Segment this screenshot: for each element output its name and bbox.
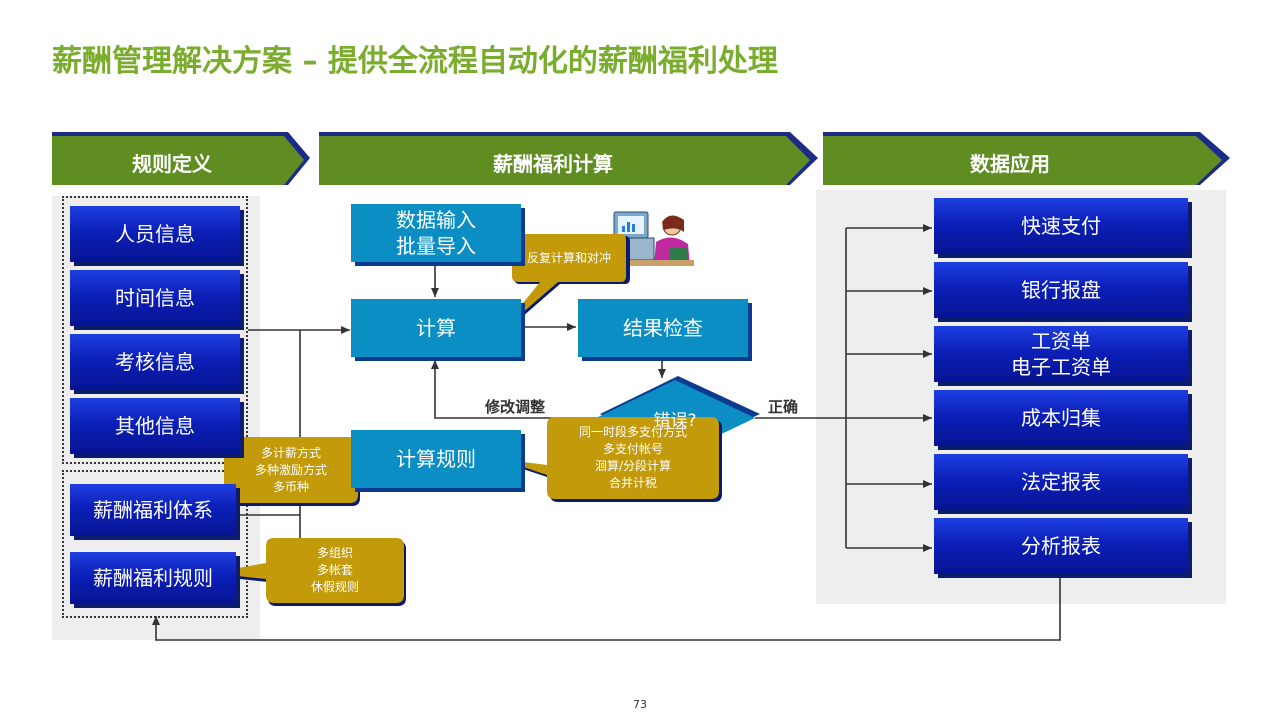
- calc-rules-box: 计算规则: [351, 430, 521, 488]
- rule-items-group: [62, 196, 248, 464]
- phase-label-apply: 数据应用: [970, 152, 1050, 176]
- phase-label-rules: 规则定义: [132, 152, 212, 176]
- correct-label: 正确: [768, 398, 799, 416]
- phase-label-calc: 薪酬福利计算: [493, 152, 613, 176]
- page-title: 薪酬管理解决方案 – 提供全流程自动化的薪酬福利处理: [52, 44, 778, 79]
- rule-item-personnel: 人员信息: [70, 206, 240, 262]
- system-item-rules: 薪酬福利规则: [70, 552, 236, 604]
- rule-item-other: 其他信息: [70, 398, 240, 454]
- calculate-box: 计算: [351, 299, 521, 357]
- rule-item-appraisal: 考核信息: [70, 334, 240, 390]
- callout-multi-pay-text: 多计薪方式 多种激励方式 多币种: [254, 445, 327, 494]
- person-computer-icon: [604, 211, 694, 266]
- output-bank-file: 银行报盘: [934, 262, 1188, 318]
- error-decision-label: 错误?: [653, 411, 697, 431]
- result-check-box: 结果检查: [578, 299, 748, 357]
- output-cost-allocation: 成本归集: [934, 390, 1188, 446]
- phase-banner-apply: [823, 132, 1230, 185]
- callout-repeat-calc: [498, 234, 630, 336]
- callout-multi-org-text: 多组织 多帐套 休假规则: [310, 546, 359, 594]
- page-number: 73: [633, 698, 647, 711]
- callout-payments: [500, 417, 722, 502]
- callout-multi-pay: [150, 437, 360, 525]
- phase-banner-rules: [52, 132, 310, 185]
- output-payslip: 工资单 电子工资单: [934, 326, 1188, 382]
- output-analysis-report: 分析报表: [934, 518, 1188, 574]
- modify-label: 修改调整: [485, 398, 546, 416]
- callout-payments-text: 同一时段多支付方式 多支付帐号 洄算/分段计算 合并计税: [578, 425, 687, 490]
- data-input-box: 数据输入 批量导入: [351, 204, 521, 262]
- rule-item-time: 时间信息: [70, 270, 240, 326]
- phase-banner-calc: [319, 132, 818, 185]
- output-quick-payment: 快速支付: [934, 198, 1188, 254]
- callout-multi-org: [210, 538, 406, 606]
- callout-repeat-text: 反复计算和对冲: [526, 250, 611, 265]
- system-item-structure: 薪酬福利体系: [70, 484, 236, 536]
- output-statutory-report: 法定报表: [934, 454, 1188, 510]
